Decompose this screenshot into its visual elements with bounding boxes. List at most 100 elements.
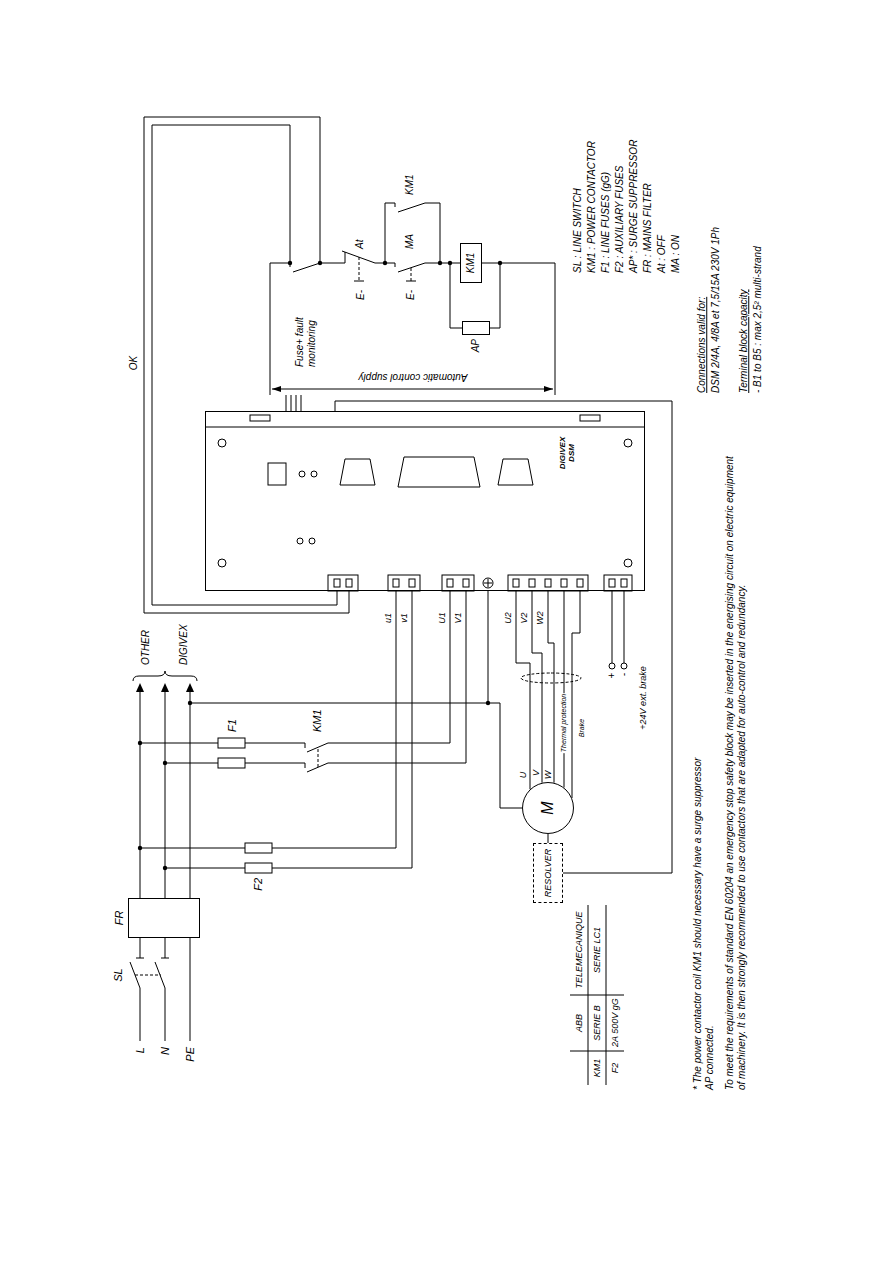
dimension-arrow	[544, 386, 553, 392]
connector-pin	[409, 579, 415, 587]
phase-label: U	[518, 772, 528, 779]
dimension-arrow	[272, 386, 281, 392]
brake-supply	[621, 663, 627, 669]
junction-dot	[318, 261, 322, 265]
drive-detail	[205, 427, 645, 428]
node-label: M	[539, 801, 557, 814]
terminal-connector	[328, 575, 632, 591]
fuse-wire	[488, 703, 522, 808]
earth-stud	[483, 578, 493, 588]
drive-detail	[297, 538, 303, 544]
drive-detail	[624, 559, 632, 567]
supply-label: +24V ext. brake	[638, 666, 648, 729]
junction-dot	[163, 866, 167, 870]
part-name: F2	[252, 878, 265, 891]
destination-label: DIGIVEX	[178, 624, 190, 665]
note-heading: Connections valid for:	[696, 297, 708, 393]
part-name: SL	[112, 968, 125, 981]
drive-detail	[205, 415, 645, 567]
brake-supply	[612, 591, 624, 663]
connector-pin	[513, 579, 519, 587]
control-circuit	[272, 389, 553, 390]
arrowhead	[161, 683, 169, 692]
destination-label: OTHER	[140, 630, 152, 665]
terminal-label: W2	[535, 611, 545, 625]
contact-label: Fuse+ fault monitoring	[294, 279, 317, 367]
line-switch	[130, 958, 169, 988]
note-text: * The power contactor coil KM1 should ne…	[692, 750, 715, 1090]
terminal-label: U2	[503, 612, 513, 624]
table-grid	[570, 905, 624, 1085]
terminal-label: V2	[519, 612, 529, 623]
connector-pin	[577, 579, 583, 587]
key-line: FR : MAINS FILTER	[642, 183, 654, 273]
drive-detail	[299, 471, 305, 477]
connector-pin	[609, 579, 615, 587]
terminal-connector	[604, 575, 632, 591]
fuse-symbol	[245, 843, 272, 853]
contactor-contact	[318, 748, 319, 767]
dimension-arrow	[272, 386, 553, 392]
arrowhead	[136, 683, 194, 692]
junction-dot	[438, 261, 442, 265]
junction-dot	[188, 701, 192, 705]
junction-dot	[138, 261, 502, 870]
connector-pin	[334, 579, 627, 587]
button-label: E-	[355, 290, 367, 300]
terminal-label: U1	[437, 612, 447, 624]
junction-dot	[138, 846, 142, 850]
key-line: At : OFF	[656, 235, 668, 273]
note-text: - B1 to B5 : max 2,5² multi-strand	[752, 246, 764, 393]
terminal-connector	[508, 575, 588, 591]
drive-detail	[398, 457, 480, 487]
terminal-label: V1	[453, 612, 463, 623]
connector-pin	[561, 579, 567, 587]
line-switch	[135, 975, 161, 976]
drive-detail	[250, 415, 270, 421]
connector-pin	[334, 579, 340, 587]
control-circuit	[270, 203, 555, 395]
brake-supply	[609, 663, 615, 669]
drive-detail	[580, 415, 600, 421]
wire-connector	[548, 834, 549, 843]
key-line: MA : ON	[670, 235, 682, 273]
ok-loop-wire	[144, 117, 349, 613]
bracket	[133, 671, 197, 681]
junction-dot	[138, 741, 142, 745]
fuse-wire	[165, 591, 412, 868]
part-name: KM1	[404, 174, 416, 195]
junction-dot	[448, 261, 452, 265]
note-text: DSM 2/4A, 4/8A et 7,5/15A 230V 1Ph	[710, 227, 722, 393]
control-circuit	[385, 203, 440, 263]
polarity-label: +	[606, 673, 618, 679]
key-line: KM1 : POWER CONTACTOR	[586, 141, 598, 273]
connector-pin	[346, 579, 352, 587]
control-circuit	[290, 263, 320, 272]
fuse-symbol	[245, 863, 272, 873]
note-text: To meet the requirements of standard EN …	[724, 450, 747, 1090]
node-label: DIGIVEX DSM	[558, 428, 576, 478]
wire-label: Brake	[578, 719, 586, 737]
drive-detail	[268, 463, 286, 485]
connector-pin	[463, 579, 469, 587]
resolver-box: RESOLVER	[533, 843, 563, 903]
key-line: SL : LINE SWITCH	[572, 188, 584, 273]
dimension-label: Automatic control supply	[359, 371, 468, 383]
drive-module: DIGIVEX DSM	[205, 411, 645, 591]
junction-dot	[486, 701, 490, 705]
fuse-wire	[140, 591, 396, 848]
button-label: At	[354, 240, 366, 249]
table-cell: SERIE LC1	[592, 927, 602, 973]
brake-supply	[609, 591, 627, 669]
terminal-connector	[442, 575, 474, 591]
signal-label: OK	[128, 356, 140, 370]
drive-detail	[498, 459, 533, 485]
fuse-symbol	[218, 758, 245, 768]
line-switch	[130, 962, 165, 988]
key-line: F1 : LINE FUSES (gG)	[600, 172, 612, 273]
wire-connector	[335, 401, 672, 873]
wire-connector	[572, 591, 580, 798]
